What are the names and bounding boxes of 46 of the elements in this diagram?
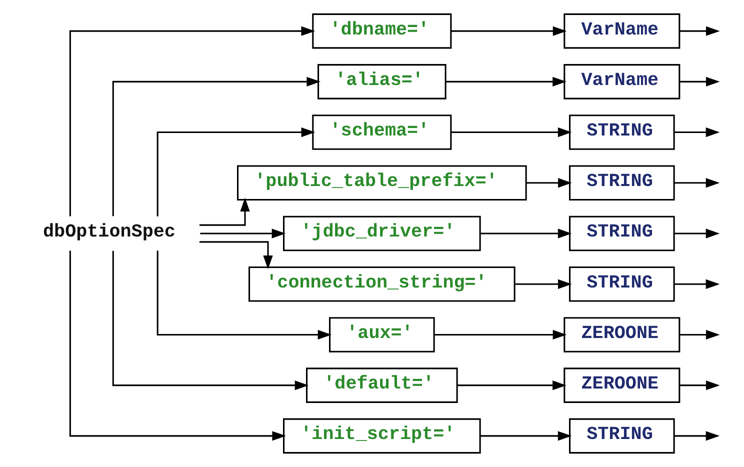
node-box: STRING — [568, 266, 674, 302]
node-text: dbOptionSpec — [42, 222, 175, 243]
node-box: VarName — [563, 13, 680, 49]
arrow — [679, 380, 720, 390]
node-box: 'init_script=' — [282, 418, 480, 454]
arrow — [674, 228, 720, 238]
arrow — [445, 76, 566, 87]
node-box: VarName — [563, 64, 680, 100]
node-box: STRING — [568, 216, 674, 252]
node-box: STRING — [568, 114, 674, 150]
arrow — [480, 431, 572, 441]
arrow — [156, 127, 315, 216]
arrow — [456, 380, 566, 390]
arrow — [112, 76, 320, 216]
node-box: 'default=' — [306, 368, 458, 403]
node-box: ZEROONE — [563, 368, 680, 403]
arrow — [679, 26, 720, 36]
arrow — [198, 241, 272, 270]
arrow — [199, 198, 250, 226]
node-box: 'dbname=' — [312, 13, 452, 49]
arrow — [434, 330, 566, 340]
node-box: ZEROONE — [563, 317, 680, 352]
node-box: 'alias=' — [317, 64, 446, 100]
node-box: STRING — [568, 418, 674, 454]
arrow — [674, 178, 720, 188]
arrow — [200, 228, 286, 238]
arrow — [480, 228, 572, 238]
arrow — [514, 279, 572, 289]
node-box: 'aux=' — [328, 317, 434, 352]
arrow — [674, 279, 720, 289]
arrow — [68, 250, 286, 441]
node-box: 'jdbc_driver=' — [282, 216, 480, 252]
arrow — [526, 178, 572, 188]
arrow — [679, 330, 720, 340]
node-box: 'public_table_prefix=' — [236, 165, 526, 201]
node-box: STRING — [568, 165, 674, 201]
node-box: 'connection_string=' — [248, 266, 515, 302]
arrow — [450, 127, 572, 138]
arrow — [156, 250, 332, 340]
arrow — [679, 76, 720, 87]
arrow — [674, 127, 720, 138]
arrow — [450, 26, 566, 36]
arrow — [674, 431, 720, 441]
arrow — [112, 250, 308, 390]
arrow — [68, 26, 315, 216]
node-box: 'schema=' — [312, 114, 452, 150]
